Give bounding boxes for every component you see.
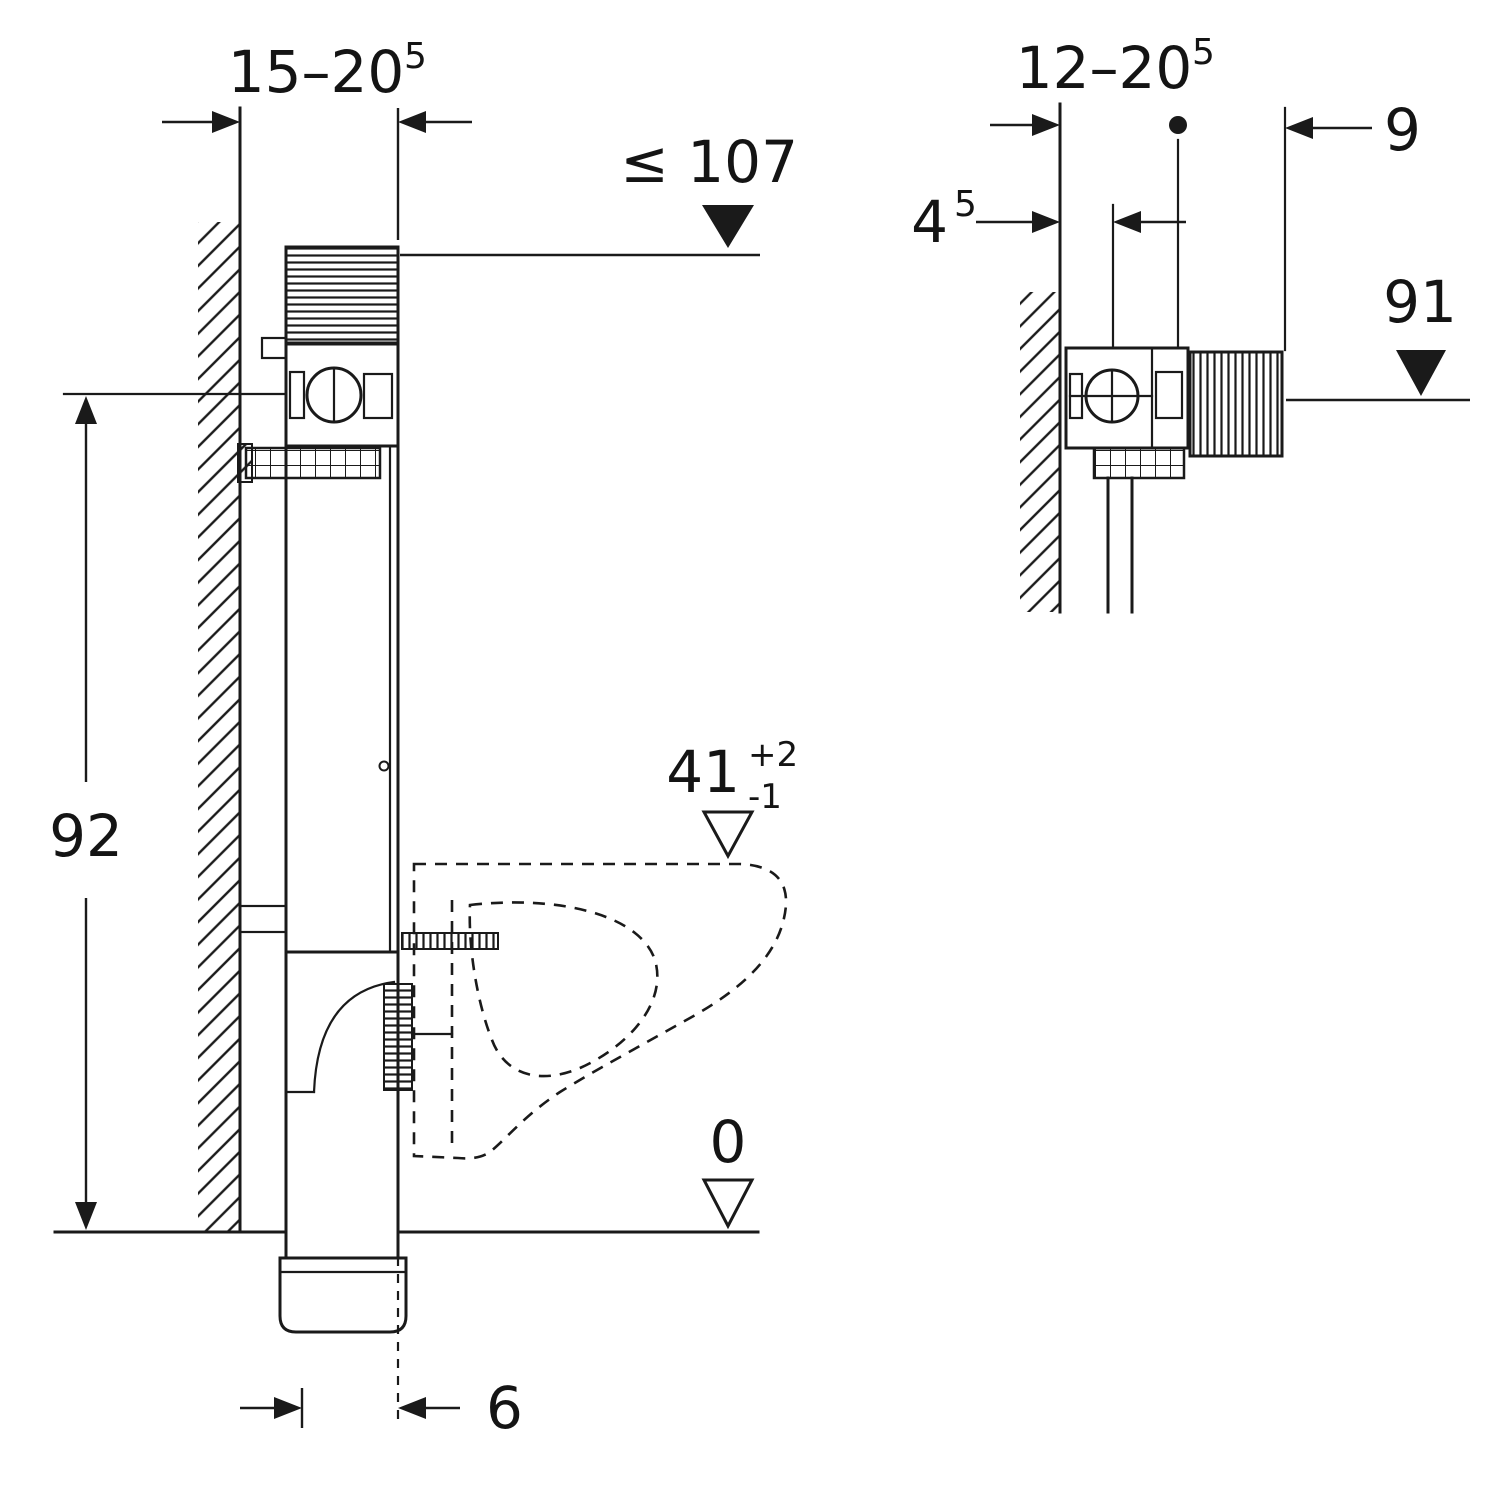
plan-wall-section bbox=[1020, 102, 1062, 614]
plan-mounting-rail bbox=[1092, 446, 1186, 480]
plan-dim-depth-label: 12–20 bbox=[1016, 34, 1193, 102]
dim-depth-range-sup: 5 bbox=[404, 36, 427, 77]
wall-section bbox=[198, 106, 242, 1234]
dim-pan-tolerance-plus: +2 bbox=[748, 735, 798, 775]
plan-dim-wall-label: 4 bbox=[911, 188, 948, 256]
drain-socket bbox=[278, 1256, 408, 1334]
side-view: 15–20 5 ≤ 107 92 41 +2 -1 0 bbox=[49, 36, 798, 1442]
mounting-rail bbox=[237, 443, 382, 483]
dim-max-height: ≤ 107 bbox=[400, 128, 798, 257]
dim-floor-level-label: 0 bbox=[710, 1108, 747, 1176]
plan-dim-level-label: 91 bbox=[1383, 268, 1457, 336]
dim-depth-range: 15–20 5 bbox=[162, 36, 472, 240]
plan-dim-depth-range: 12–20 5 bbox=[990, 32, 1215, 348]
wc-pan-outline bbox=[412, 862, 788, 1160]
lower-bracket bbox=[238, 904, 288, 934]
dim-depth-range-label: 15–20 bbox=[228, 38, 405, 106]
plan-dim-wall-sup: 5 bbox=[954, 184, 977, 225]
dim-drain-offset-label: 6 bbox=[486, 1374, 523, 1442]
dim-pan-height-label: 41 bbox=[666, 738, 740, 806]
dim-max-height-label: ≤ 107 bbox=[620, 128, 798, 196]
dim-pan-tolerance-minus: -1 bbox=[748, 777, 782, 817]
dim-drain-offset: 6 bbox=[240, 1374, 523, 1442]
flush-mechanism bbox=[284, 342, 400, 448]
rivet-icon bbox=[378, 760, 390, 772]
dim-frame-height-label: 92 bbox=[49, 802, 123, 870]
drain-bend bbox=[278, 980, 454, 1424]
protection-box bbox=[284, 245, 400, 345]
dim-floor-level: 0 bbox=[701, 1108, 755, 1230]
plan-dim-front-offset: 9 bbox=[1283, 96, 1421, 352]
plan-dim-front-label: 9 bbox=[1384, 96, 1421, 164]
plan-cistern bbox=[1064, 346, 1284, 614]
center-mark-dot bbox=[1169, 116, 1187, 134]
plan-dim-wall-offset: 4 5 bbox=[911, 184, 1186, 256]
pan-connector bbox=[383, 983, 413, 1091]
cistern bbox=[62, 245, 499, 1260]
dim-pan-height: 41 +2 -1 bbox=[666, 735, 798, 860]
plan-view: 12–20 5 9 4 5 91 bbox=[911, 32, 1470, 614]
pan-fixing-rod bbox=[401, 932, 499, 950]
plan-protection-box bbox=[1188, 350, 1284, 458]
plan-dim-level: 91 bbox=[1286, 268, 1470, 402]
dim-frame-height: 92 bbox=[49, 396, 123, 1230]
plan-dim-depth-sup: 5 bbox=[1192, 32, 1215, 73]
